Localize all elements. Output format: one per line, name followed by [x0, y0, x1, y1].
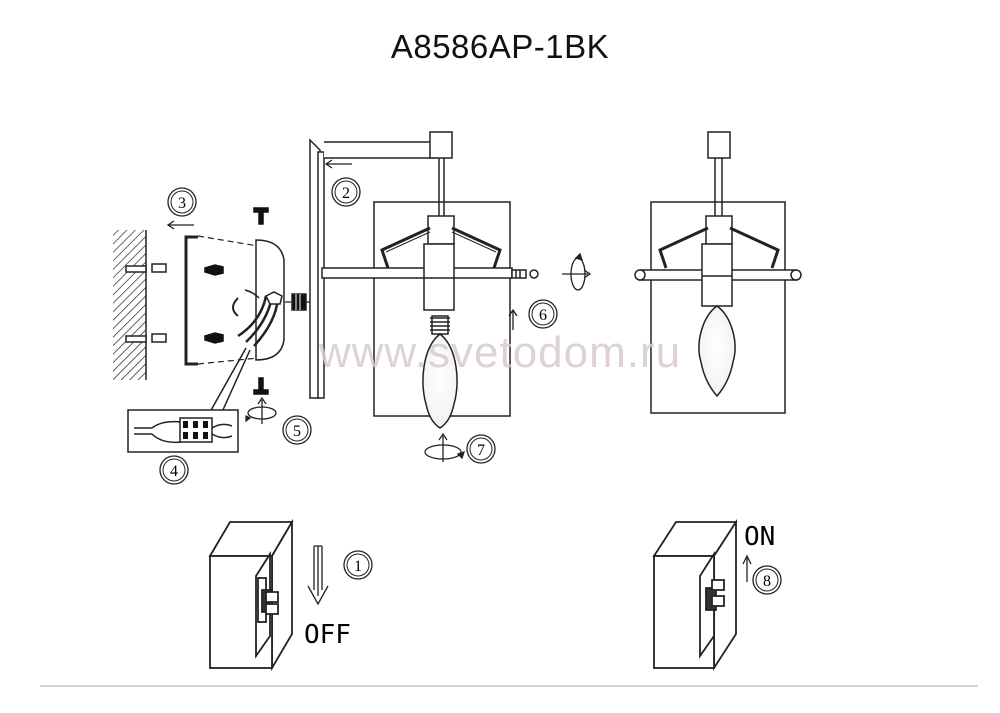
screw-icon	[204, 264, 224, 344]
mounting-bracket	[184, 235, 198, 366]
off-label: OFF	[304, 620, 351, 650]
svg-text:3: 3	[178, 195, 186, 212]
wall-mounting-group	[113, 207, 318, 453]
rotate-arrow-icon	[245, 396, 277, 424]
svg-text:4: 4	[170, 463, 178, 480]
step-badge-1: 1	[343, 550, 373, 580]
watermark: www.svetodom.ru	[318, 328, 682, 377]
bulb-base	[430, 315, 450, 335]
step-badges: 1 2 3 4 5 6 7	[159, 177, 782, 595]
step-badge-4: 4	[159, 455, 189, 485]
switch-on	[652, 518, 738, 672]
switch-off	[208, 518, 294, 672]
bulb	[422, 333, 458, 429]
socket	[701, 243, 733, 307]
svg-text:7: 7	[477, 442, 485, 459]
wall	[113, 230, 146, 380]
step-badge-7: 7	[466, 434, 496, 464]
bulb	[698, 305, 736, 398]
sconce-front-view	[634, 131, 802, 414]
svg-text:2: 2	[342, 185, 350, 202]
on-label: ON	[744, 522, 775, 552]
step-badge-5: 5	[282, 415, 312, 445]
socket	[423, 243, 455, 311]
rotate-arrow-icon	[562, 252, 592, 291]
step-badge-3: 3	[167, 187, 197, 217]
glass-shade	[650, 201, 786, 414]
step-badge-2: 2	[331, 177, 361, 207]
down-arrow-icon	[307, 545, 329, 606]
step-badge-6: 6	[528, 299, 558, 329]
svg-text:8: 8	[763, 573, 771, 590]
svg-text:1: 1	[354, 558, 362, 575]
step-badge-8: 8	[752, 565, 782, 595]
svg-text:5: 5	[293, 423, 301, 440]
diagram-title: A8586AP-1BK	[390, 28, 610, 65]
step-arrows	[166, 159, 752, 606]
sconce-side-view	[309, 131, 539, 429]
svg-text:6: 6	[539, 307, 547, 324]
up-arrow-icon	[742, 554, 752, 582]
rotate-arrow-icon	[424, 432, 466, 462]
